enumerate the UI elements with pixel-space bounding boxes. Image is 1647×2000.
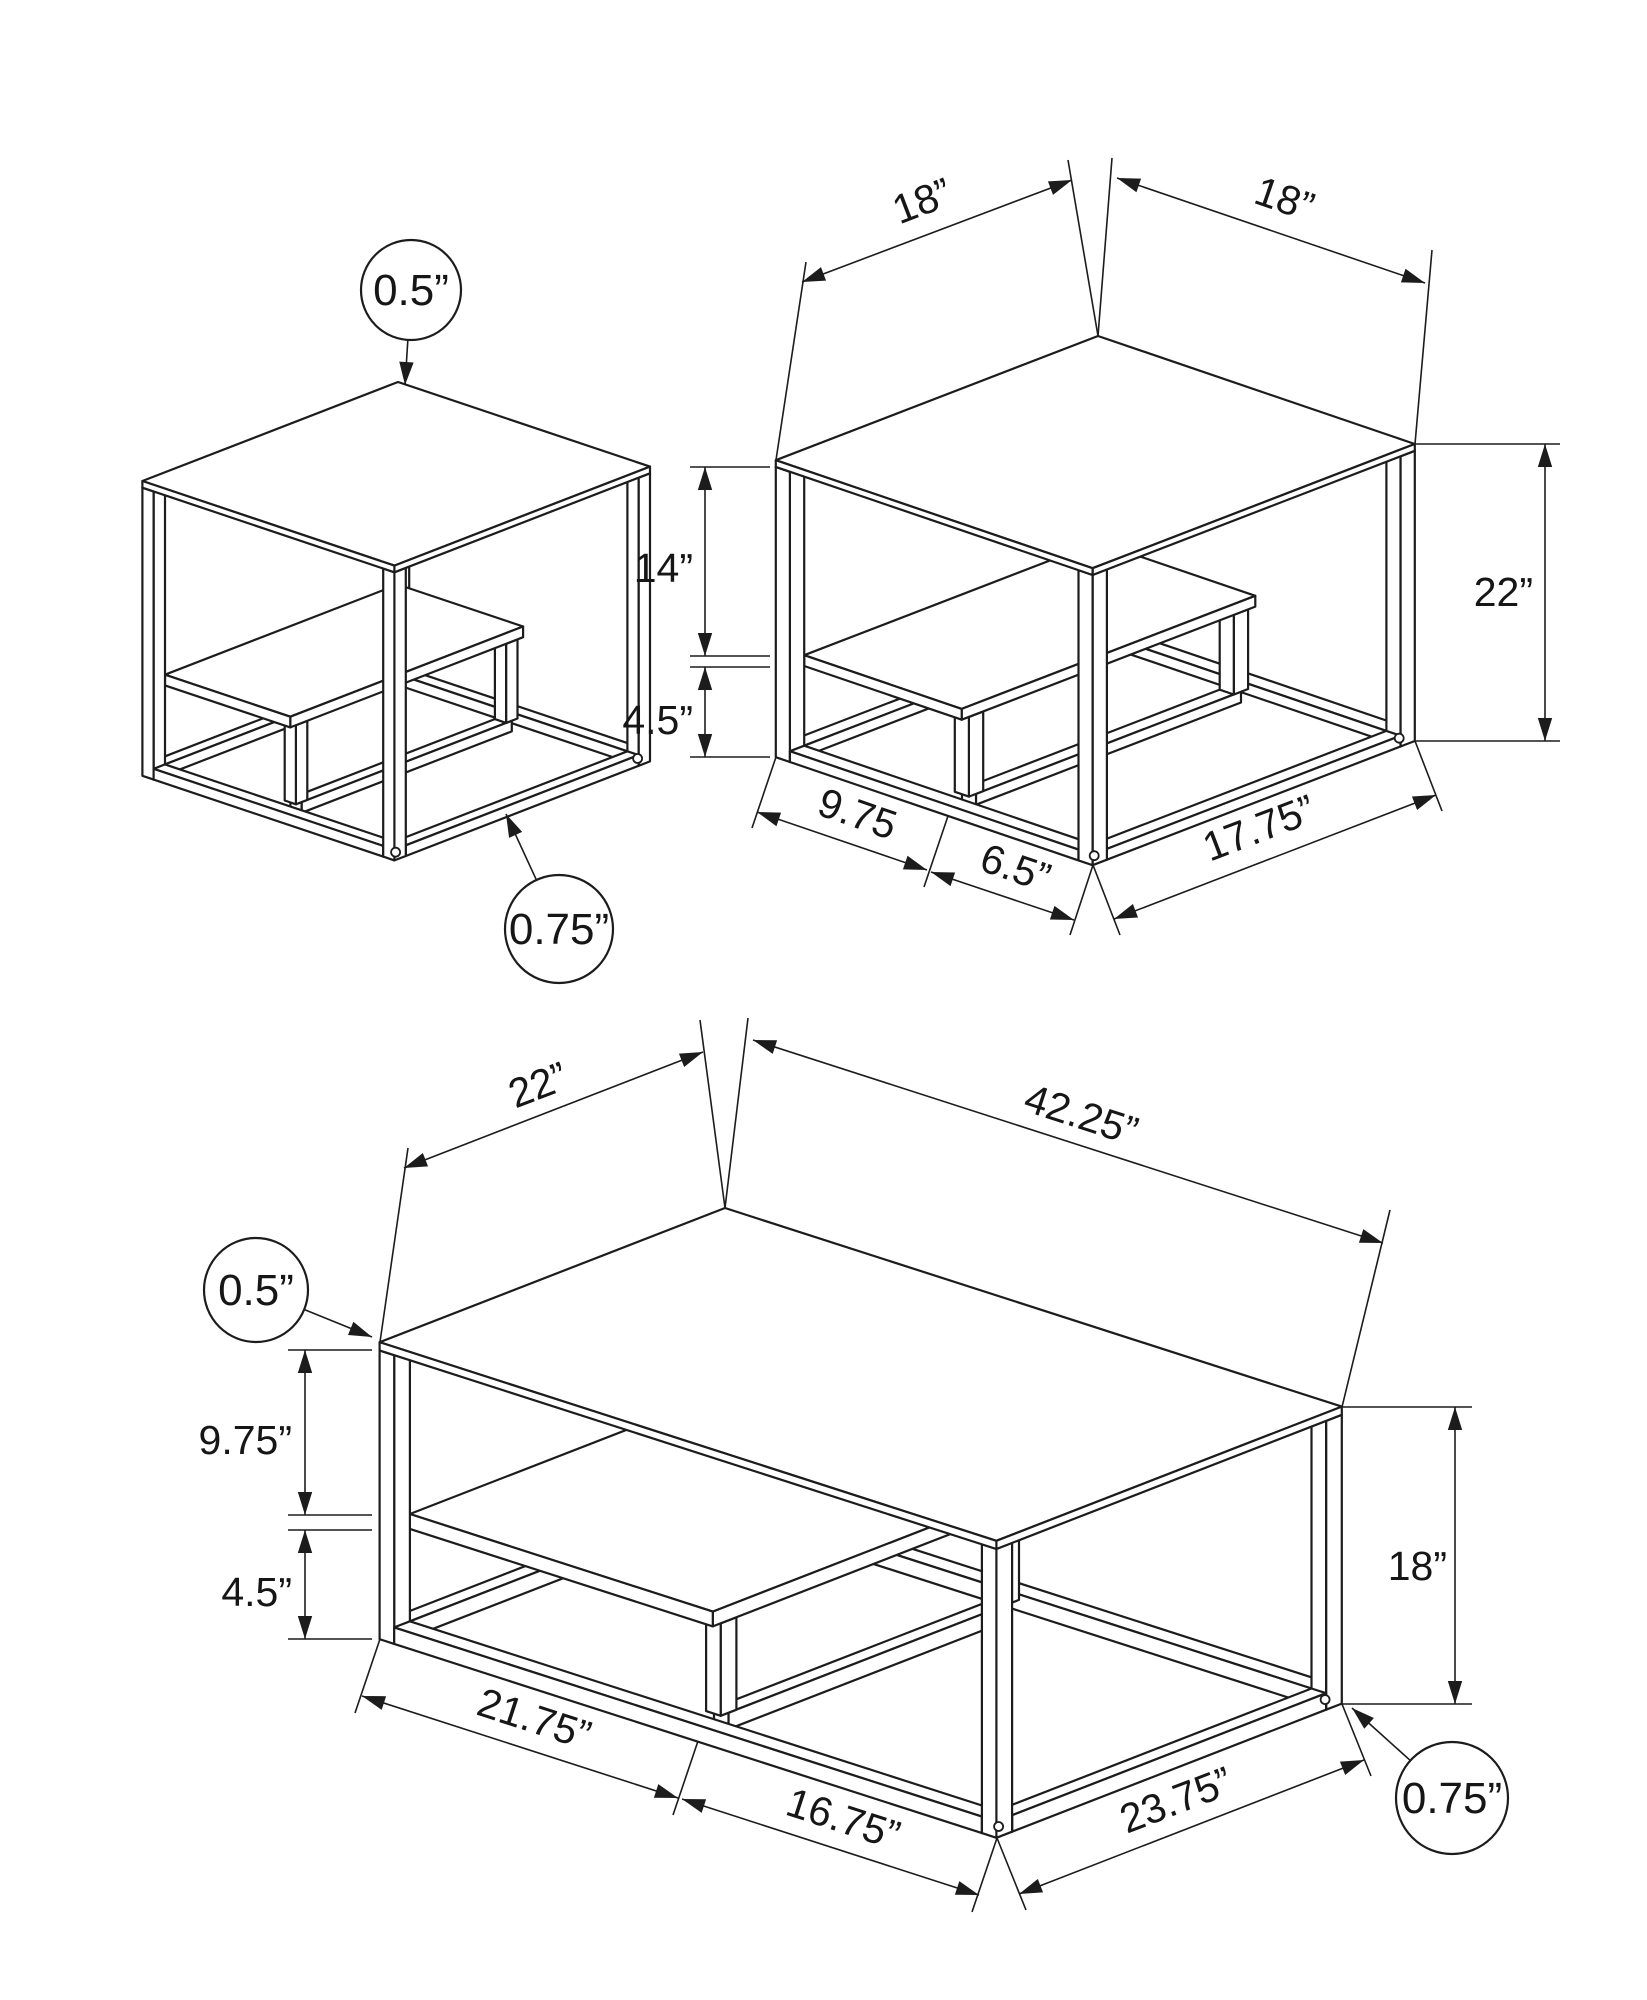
end-table-dimensioned-drawing (774, 334, 1416, 867)
dim-label-top-depth: 22” (502, 1053, 574, 1117)
dim-label-height: 22” (1474, 569, 1533, 615)
end-table-dimension-lines (690, 157, 1560, 936)
coffee-table-dimension-lines (202, 1017, 1510, 1913)
dim-label-top-to-shelf: 14” (634, 545, 693, 591)
dim-label-shelf-clearance: 4.5” (622, 697, 693, 743)
dim-label-height: 18” (1388, 1543, 1447, 1589)
dim-label-top-to-shelf: 9.75” (199, 1417, 292, 1463)
dim-label-shelf-clearance: 4.5” (221, 1569, 292, 1615)
dim-label-top-depth: 18” (1249, 167, 1320, 230)
callout-label-top-thickness: 0.5” (218, 1266, 294, 1315)
dim-label-top-width: 42.25” (1019, 1075, 1144, 1155)
callout-label-frame-thickness: 0.75” (509, 905, 609, 954)
dim-label-top-width: 18” (886, 169, 958, 233)
end-table-plain-callouts (359, 238, 615, 985)
coffee-table-drawing (378, 1206, 1343, 1839)
callout-label-top-thickness: 0.5” (373, 266, 449, 315)
end-table-plain-drawing (141, 380, 652, 862)
callout-label-frame-thickness: 0.75” (1402, 1774, 1502, 1823)
